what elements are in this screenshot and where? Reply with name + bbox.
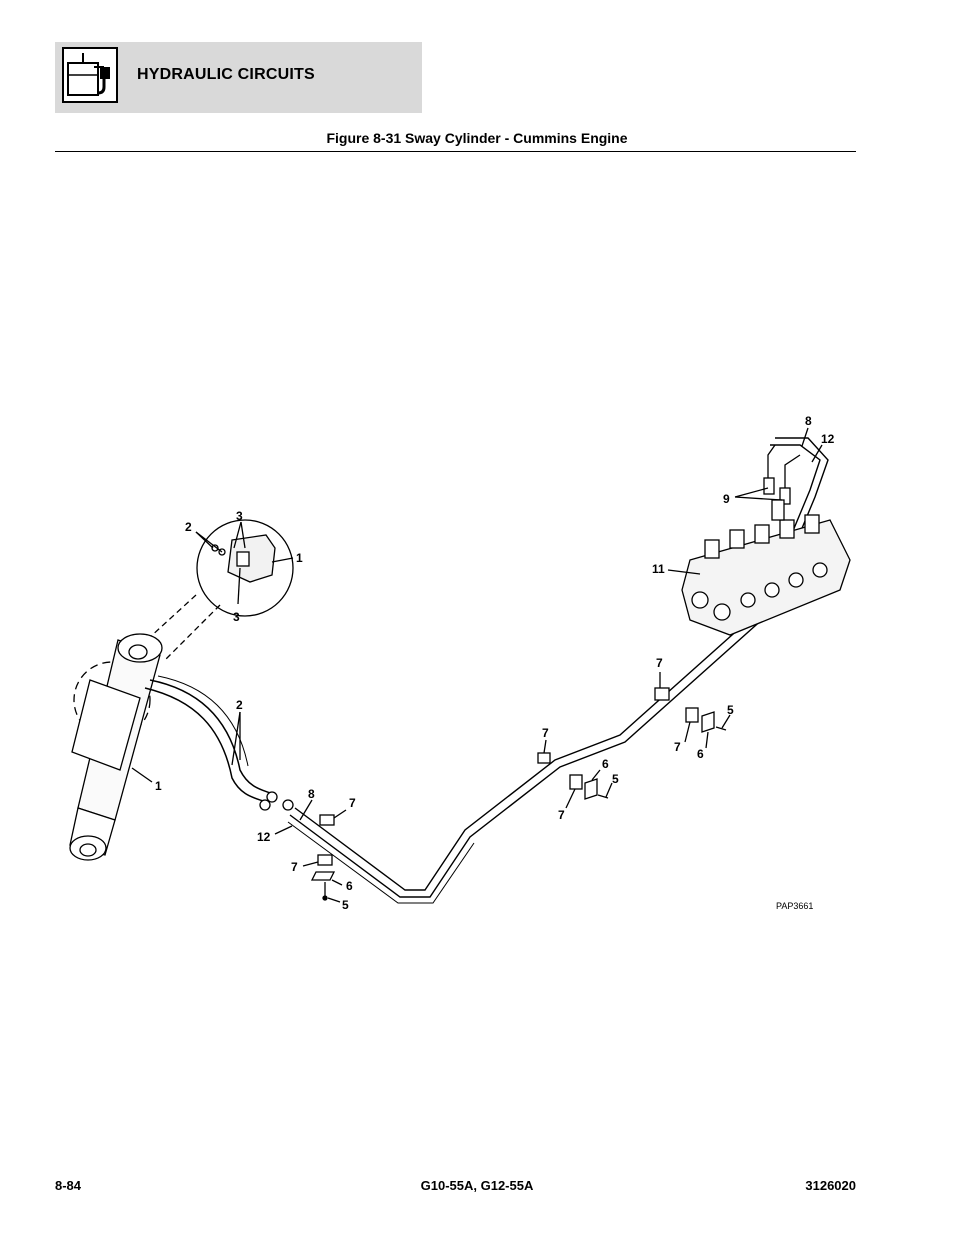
callout-7-d: 7 xyxy=(558,808,565,822)
page-number: 8-84 xyxy=(55,1178,82,1193)
callout-3-bottom: 3 xyxy=(233,610,240,624)
model-numbers: G10-55A, G12-55A xyxy=(420,1178,534,1193)
callout-11: 11 xyxy=(652,562,665,576)
callout-9: 9 xyxy=(723,492,730,506)
callout-6-b: 6 xyxy=(602,757,609,771)
callout-7-a: 7 xyxy=(349,796,356,810)
callout-8-a: 8 xyxy=(308,787,315,801)
detail-circle xyxy=(196,519,294,617)
callout-3-top: 3 xyxy=(236,509,243,523)
callout-7-c: 7 xyxy=(542,726,549,740)
section-title: HYDRAULIC CIRCUITS xyxy=(137,66,315,83)
callout-7-f: 7 xyxy=(674,740,681,754)
figure-reference-code: PAP3661 xyxy=(776,901,813,911)
figure-title: Figure 8-31 Sway Cylinder - Cummins Engi… xyxy=(326,130,628,146)
callout-8-b: 8 xyxy=(805,414,812,428)
hydraulic-reservoir-icon xyxy=(62,47,118,103)
callout-5-c: 5 xyxy=(727,703,734,717)
title-divider xyxy=(55,151,856,152)
callout-6-c: 6 xyxy=(697,747,704,761)
callout-5-a: 5 xyxy=(342,898,349,912)
control-valve xyxy=(681,514,851,636)
callout-6-a: 6 xyxy=(346,879,353,893)
callout-2-hose: 2 xyxy=(236,698,243,712)
callout-2-detail: 2 xyxy=(185,520,192,534)
callout-1-detail: 1 xyxy=(296,551,303,565)
document-number: 3126020 xyxy=(805,1178,856,1193)
callout-1-cylinder: 1 xyxy=(155,779,162,793)
callout-5-b: 5 xyxy=(612,772,619,786)
sway-cylinder xyxy=(69,633,163,861)
callout-12-b: 12 xyxy=(821,432,835,446)
callout-12-a: 12 xyxy=(257,830,271,844)
callout-7-b: 7 xyxy=(291,860,298,874)
callout-7-e: 7 xyxy=(656,656,663,670)
